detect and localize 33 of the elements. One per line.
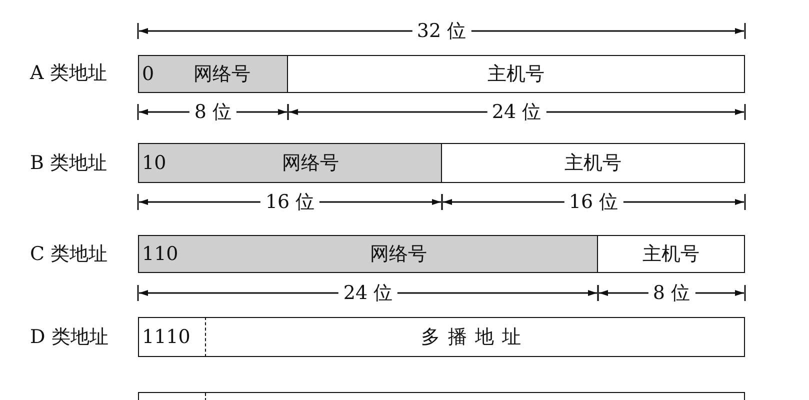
dimension-label: 8 位 — [648, 282, 696, 304]
dimension-label: 16 位 — [260, 191, 320, 213]
dimension-label: 8 位 — [189, 101, 237, 123]
field-label: 1110 — [142, 326, 190, 348]
row-label: A 类地址 — [30, 62, 107, 84]
field-label: 主机号 — [564, 151, 622, 176]
host-number-segment — [205, 317, 745, 357]
dimension-label: 24 位 — [486, 101, 546, 123]
field-label: 网络号 — [370, 242, 427, 267]
field-label: 110 — [142, 243, 178, 265]
dimension-label: 32 位 — [412, 20, 472, 42]
row-label: C 类地址 — [30, 243, 108, 265]
field-label: 主机号 — [488, 62, 544, 87]
dimension-label: 16 位 — [564, 191, 624, 213]
field-label: 多播地址 — [421, 325, 529, 350]
field-label: 10 — [142, 152, 166, 174]
field-label: 网络号 — [194, 62, 250, 87]
host-number-segment — [597, 235, 745, 273]
prefix-bits-segment — [138, 55, 158, 93]
host-number-segment — [441, 143, 745, 183]
prefix-bits-segment — [138, 143, 181, 183]
network-number-segment — [157, 55, 288, 93]
prefix-bits-segment — [138, 317, 206, 357]
field-label: 网络号 — [282, 151, 339, 176]
row-label: D 类地址 — [30, 326, 108, 348]
field-label: 主机号 — [642, 242, 700, 267]
prefix-bits-segment — [138, 235, 201, 273]
row-label: B 类地址 — [30, 152, 108, 174]
network-number-segment — [200, 235, 598, 273]
dimension-label: 24 位 — [338, 282, 398, 304]
network-number-segment — [180, 143, 442, 183]
field-label: 0 — [142, 63, 154, 85]
host-number-segment — [287, 55, 745, 93]
